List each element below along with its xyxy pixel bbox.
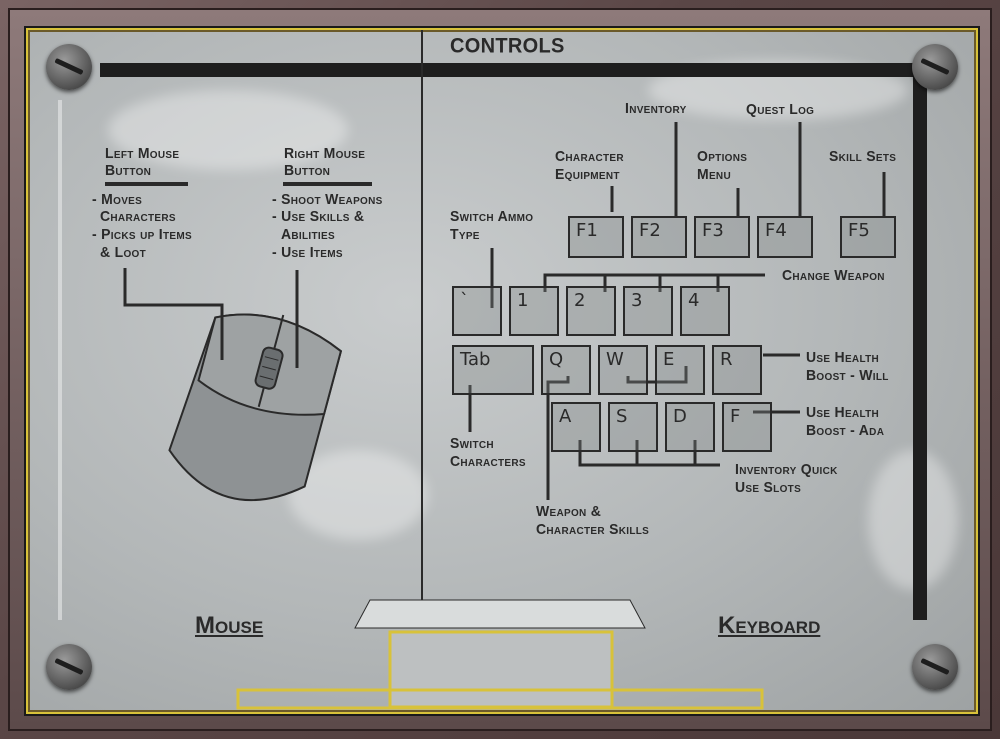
key-f2: F2 xyxy=(631,216,687,258)
label-inventory-quick-2: Use Slots xyxy=(735,478,802,496)
key-e: E xyxy=(655,345,705,395)
label-use-health-will-1: Use Health xyxy=(806,348,880,366)
screw-icon xyxy=(46,644,92,690)
left-mouse-item: - Moves xyxy=(92,190,143,208)
key-q: Q xyxy=(541,345,591,395)
key-f5: F5 xyxy=(840,216,896,258)
mouse-heading: Mouse xyxy=(195,612,264,639)
label-skill-sets: Skill Sets xyxy=(829,147,897,165)
key-f1: F1 xyxy=(568,216,624,258)
label-switch-characters-1: Switch xyxy=(450,434,494,452)
key-f4: F4 xyxy=(757,216,813,258)
key-s: S xyxy=(608,402,658,452)
label-inventory: Inventory xyxy=(625,99,687,117)
label-options-menu-1: Options xyxy=(697,147,748,165)
label-character-equipment-2: Equipment xyxy=(555,165,620,183)
label-use-health-ada-1: Use Health xyxy=(806,403,880,421)
page-title: CONTROLS xyxy=(450,34,565,58)
key-backtick: ` xyxy=(452,286,502,336)
right-mouse-item: - Use Skills & xyxy=(272,207,365,225)
key-2: 2 xyxy=(566,286,616,336)
label-character-equipment-1: Character xyxy=(555,147,624,165)
label-quest-log: Quest Log xyxy=(746,100,815,118)
keyboard-heading: Keyboard xyxy=(718,612,821,639)
key-f: F xyxy=(722,402,772,452)
key-1: 1 xyxy=(509,286,559,336)
left-mouse-title-1: Left Mouse xyxy=(105,144,180,162)
key-f3: F3 xyxy=(694,216,750,258)
label-weapon-skills-1: Weapon & xyxy=(536,502,602,520)
right-mouse-item: Abilities xyxy=(281,225,335,243)
right-mouse-item: - Use Items xyxy=(272,243,343,261)
left-mouse-title-2: Button xyxy=(105,161,152,179)
label-change-weapon: Change Weapon xyxy=(782,266,885,284)
key-w: W xyxy=(598,345,648,395)
left-mouse-item: Characters xyxy=(100,207,176,225)
label-switch-ammo-1: Switch Ammo xyxy=(450,207,534,225)
left-mouse-item: & Loot xyxy=(100,243,147,261)
key-a: A xyxy=(551,402,601,452)
screw-icon xyxy=(46,44,92,90)
label-use-health-will-2: Boost - Will xyxy=(806,366,889,384)
stain xyxy=(108,90,348,170)
key-d: D xyxy=(665,402,715,452)
key-4: 4 xyxy=(680,286,730,336)
label-inventory-quick-1: Inventory Quick xyxy=(735,460,838,478)
left-mouse-item: - Picks up Items xyxy=(92,225,192,243)
label-switch-characters-2: Characters xyxy=(450,452,526,470)
mouse-illustration xyxy=(168,313,343,502)
key-3: 3 xyxy=(623,286,673,336)
screw-icon xyxy=(912,644,958,690)
key-tab: Tab xyxy=(452,345,534,395)
screw-icon xyxy=(912,44,958,90)
right-mouse-title-2: Button xyxy=(284,161,331,179)
right-mouse-title-1: Right Mouse xyxy=(284,144,366,162)
key-r: R xyxy=(712,345,762,395)
label-weapon-skills-2: Character Skills xyxy=(536,520,650,538)
label-options-menu-2: Menu xyxy=(697,165,731,183)
label-switch-ammo-2: Type xyxy=(450,225,480,243)
right-mouse-item: - Shoot Weapons xyxy=(272,190,383,208)
label-use-health-ada-2: Boost - Ada xyxy=(806,421,885,439)
